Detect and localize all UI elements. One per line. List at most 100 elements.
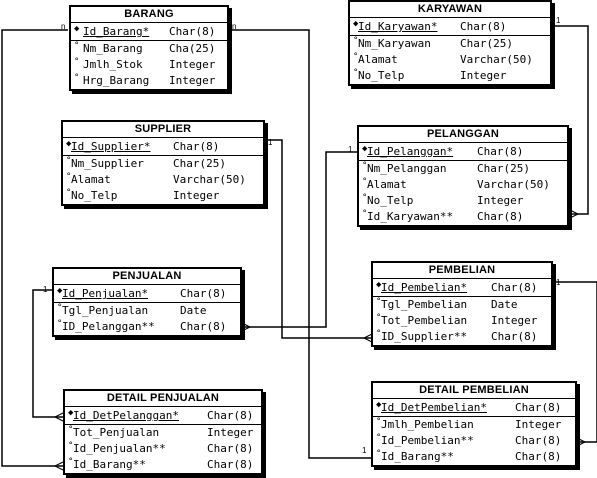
field-name: No_Telp [358,69,405,82]
field-type: Varchar(50) [477,178,550,191]
card-penjualan: 1 [43,285,48,294]
field-name: Id_Karyawan* [358,20,438,33]
attribute-marker-icon: ° [68,457,74,467]
field-type: Char(25) [477,162,530,175]
entity-karyawan: KARYAWAN◆Id_Karyawan*Char(8)°Nm_Karyawan… [348,0,552,86]
field-type: Integer [515,418,562,431]
field-type: Char(8) [207,458,254,471]
primary-key-row: ◆Id_Karyawan*Char(8) [350,19,550,36]
entity-detail-penjualan: DETAIL PENJUALAN◆Id_DetPelanggan*Char(8)… [63,389,263,475]
field-type: Char(8) [173,140,220,153]
rel-pelanggan-penjualan [242,151,358,328]
crowfoot-detpembelian-pembelian [576,437,586,447]
primary-key-row: ◆Id_DetPelanggan*Char(8) [65,408,261,425]
field-name: Nm_Barang [83,42,143,55]
attribute-marker-icon: ° [74,57,80,67]
field-name: No_Telp [367,194,414,207]
attribute-marker-icon: ° [376,297,382,307]
entity-title: BARANG [71,7,227,23]
field-name: Nm_Pelanggan [367,162,447,175]
entity-title: PEMBELIAN [373,263,551,279]
rel-pembelian-detail-pembelian [553,281,597,443]
field-type: Char(8) [491,281,538,294]
field-name: Id_Penjualan** [73,442,166,455]
field-row: °Id_Pembelian**Char(8) [373,433,575,449]
field-type: Char(8) [515,450,562,463]
field-name: Tgl_Pembelian [381,298,468,311]
field-name: Id_Karyawan** [367,210,454,223]
field-type: Integer [460,69,507,82]
field-type: Char(8) [207,442,254,455]
primary-key-row: ◆Id_Supplier*Char(8) [63,139,263,156]
field-name: Id_DetPembelian* [381,401,487,414]
entity-pelanggan: PELANGGAN◆Id_Pelanggan*Char(8)°Nm_Pelang… [357,125,569,227]
field-type: Char(8) [477,145,524,158]
field-name: Id_Pelanggan* [367,145,454,158]
attribute-marker-icon: ° [376,313,382,323]
card-pembelian: 1 [556,278,561,287]
attribute-marker-icon: ° [66,156,72,166]
card-pelanggan: 1 [348,145,353,154]
key-marker-icon: ◆ [68,408,74,418]
field-name: Id_DetPelanggan* [73,409,179,422]
attribute-marker-icon: ° [57,303,63,313]
field-type: Char(8) [169,25,216,38]
card-karyawan: 1 [556,16,561,25]
field-type: Date [491,298,518,311]
field-row: °Tgl_Pembelian Date [373,297,551,313]
rel-karyawan-pelanggan [551,25,589,215]
entity-detail-pembelian: DETAIL PEMBELIAN◆Id_DetPembelian* Char(8)… [371,381,577,467]
field-name: Id_Barang** [73,458,146,471]
field-type: Cha(25) [169,42,216,55]
key-marker-icon: ◆ [353,19,359,29]
rel-barang-detail-pembelian [228,29,372,459]
attribute-marker-icon: ° [362,193,368,203]
card-barang-left: n [61,22,66,31]
rel-supplier-pembelian [264,139,372,339]
attribute-marker-icon: ° [376,329,382,339]
attribute-marker-icon: ° [376,417,382,427]
primary-key-row: ◆Id_Pembelian*Char(8) [373,280,551,297]
key-marker-icon: ◆ [376,400,382,410]
field-name: Alamat [71,173,111,186]
attribute-marker-icon: ° [68,441,74,451]
key-marker-icon: ◆ [57,286,63,296]
field-type: Char(25) [460,37,513,50]
field-name: Alamat [367,178,407,191]
crowfoot-detpenjualan-barang [54,461,64,471]
rel-penjualan-detail-penjualan [32,289,63,418]
field-type: Char(8) [491,330,538,343]
attribute-marker-icon: ° [362,161,368,171]
field-name: Jmlh_Pembelian [381,418,474,431]
attribute-marker-icon: ° [66,172,72,182]
attribute-marker-icon: ° [376,433,382,443]
field-type: Char(8) [515,401,562,414]
entity-title: DETAIL PEMBELIAN [373,383,575,399]
field-name: Id_Barang** [381,450,454,463]
entity-title: DETAIL PENJUALAN [65,391,261,407]
attribute-marker-icon: ° [68,425,74,435]
primary-key-row: ◆Id_DetPembelian* Char(8) [373,400,575,417]
attribute-marker-icon: ° [376,449,382,459]
attribute-marker-icon: ° [74,41,80,51]
card-supplier: 1 [268,138,273,147]
entity-penjualan: PENJUALAN◆Id_Penjualan*Char(8)°Tgl_Penju… [52,267,242,337]
field-name: Alamat [358,53,398,66]
field-row: °Nm_Barang Cha(25) [71,41,227,57]
attribute-marker-icon: ° [74,73,80,83]
field-row: °Jmlh_Pembelian Integer [373,417,575,433]
field-type: Integer [169,58,216,71]
field-name: Jmlh_Stok [83,58,143,71]
field-type: Integer [207,426,254,439]
attribute-marker-icon: ° [66,188,72,198]
field-name: ID_Supplier** [381,330,468,343]
field-name: ID_Pelanggan** [62,320,155,333]
